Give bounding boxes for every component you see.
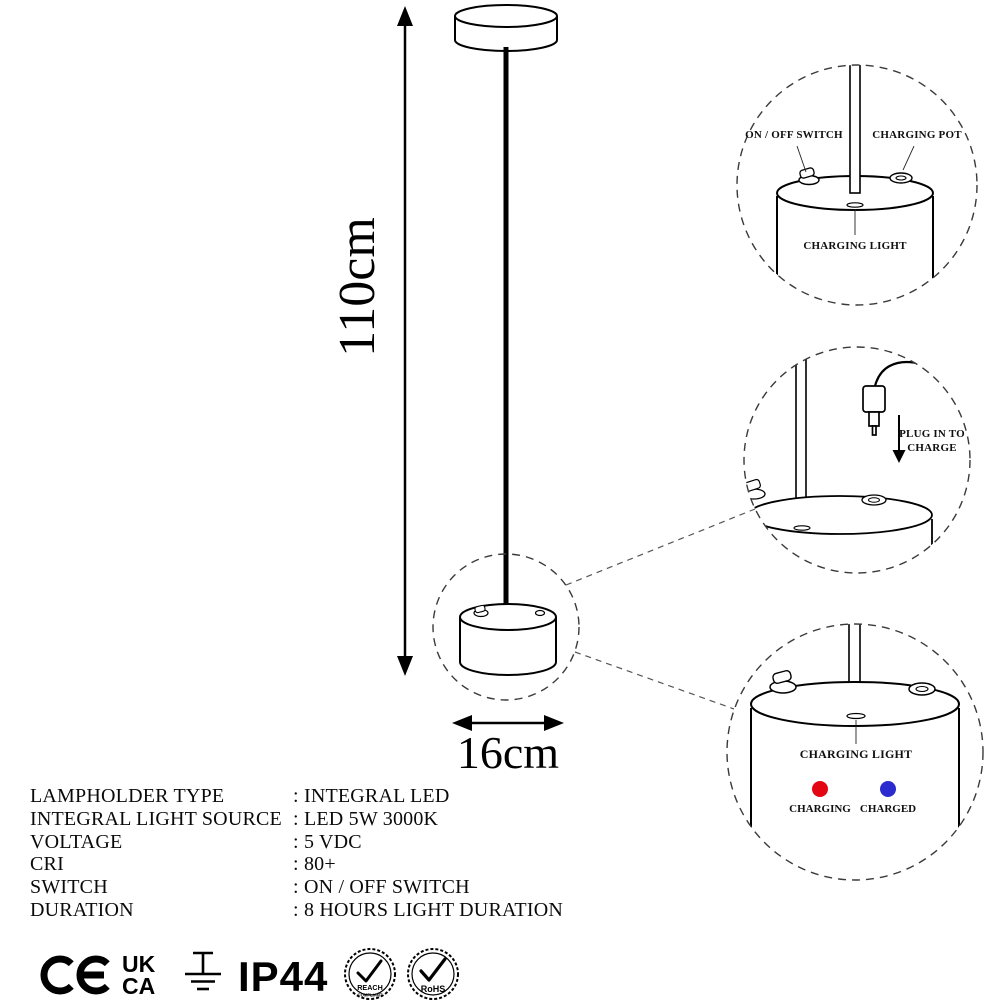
rohs-badge-icon: RoHS xyxy=(407,948,459,1000)
reach-badge-icon: REACH COMPLIANT xyxy=(344,948,396,1000)
detail-circle-top: ON / OFF SWITCH CHARGING POT CHARGING LI… xyxy=(736,64,978,306)
base-charging-pot-icon xyxy=(534,609,546,617)
detail-circle-middle: PLUG IN TO CHARGE xyxy=(743,346,971,574)
charging-light-label-bottom: CHARGING LIGHT xyxy=(800,747,912,761)
spec-label: LAMPHOLDER TYPE xyxy=(30,785,225,807)
arrow-up-icon xyxy=(397,6,413,26)
height-dimension: 110cm xyxy=(329,6,413,676)
arrow-down-icon xyxy=(397,656,413,676)
width-dimension: 16cm xyxy=(452,715,564,778)
spec-value: : LED 5W 3000K xyxy=(293,807,439,830)
spec-label: DURATION xyxy=(30,898,134,921)
detail-circle-bottom: CHARGING LIGHT CHARGING CHARGED xyxy=(726,623,984,881)
detail-mid-charging-light-icon xyxy=(793,525,811,531)
ukca-mark-icon: UK CA xyxy=(122,951,156,999)
detail-top-stem xyxy=(849,65,861,194)
ce-mark-icon xyxy=(40,955,110,995)
charging-light-label-top: CHARGING LIGHT xyxy=(803,240,907,252)
plug-direction-arrow-icon xyxy=(892,415,906,463)
base-zoom-circle xyxy=(432,553,580,701)
spec-value: : 8 HOURS LIGHT DURATION xyxy=(293,898,563,921)
charging-indicator-dot xyxy=(812,781,828,797)
detail-bottom-switch-icon xyxy=(769,680,797,694)
spec-value: : INTEGRAL LED xyxy=(293,785,450,807)
plug-in-to-charge-label: PLUG IN TO xyxy=(899,428,965,440)
rohs-label: RoHS xyxy=(421,984,446,994)
lamp-base xyxy=(459,603,557,676)
spec-label: SWITCH xyxy=(30,876,108,899)
charging-pot-label: CHARGING POT xyxy=(872,129,962,141)
spec-label: CRI xyxy=(30,853,64,876)
lamp-drawing xyxy=(432,4,580,701)
spec-row-lampholder-type: LAMPHOLDER TYPE : INTEGRAL LED xyxy=(30,785,563,808)
height-dimension-label: 110cm xyxy=(329,217,386,357)
detail-top-switch-knob-icon xyxy=(799,167,815,179)
detail-bottom-switch-knob-icon xyxy=(772,670,792,684)
charging-label: CHARGING xyxy=(789,803,851,815)
spec-row-light-source: INTEGRAL LIGHT SOURCE : LED 5W 3000K xyxy=(30,808,563,831)
spec-value: : 80+ xyxy=(293,853,336,876)
on-off-switch-label: ON / OFF SWITCH xyxy=(745,129,843,141)
ukca-top-label: UK xyxy=(122,951,156,977)
charged-indicator-dot xyxy=(880,781,896,797)
arrow-right-icon xyxy=(544,715,564,731)
width-dimension-label: 16cm xyxy=(457,727,559,778)
detail-bottom-charging-light-icon xyxy=(846,712,866,720)
plug-in-to-charge-label2: CHARGE xyxy=(907,442,956,454)
spec-row-cri: CRI : 80+ xyxy=(30,853,563,876)
ukca-bottom-label: CA xyxy=(122,973,155,999)
spec-label: INTEGRAL LIGHT SOURCE xyxy=(30,807,282,830)
spec-row-duration: DURATION : 8 HOURS LIGHT DURATION xyxy=(30,899,563,922)
spec-value: : ON / OFF SWITCH xyxy=(293,876,470,899)
charger-cable xyxy=(873,360,937,387)
earth-ground-icon xyxy=(185,951,221,991)
detail-mid-switch-icon xyxy=(744,488,766,500)
charger-plug-icon xyxy=(862,385,886,436)
spec-value: : 5 VDC xyxy=(293,830,362,853)
detail-connector-lines xyxy=(565,508,756,710)
lamp-head xyxy=(454,4,558,52)
spec-label: VOLTAGE xyxy=(30,830,123,853)
detail-mid-stem xyxy=(795,347,807,510)
reach-compliant-label: COMPLIANT xyxy=(358,993,383,998)
reach-label: REACH xyxy=(357,983,383,992)
certification-marks: UK CA IP44 REACH COMPLIANT RoHS xyxy=(40,948,459,1000)
spec-table: LAMPHOLDER TYPE : INTEGRAL LED INTEGRAL … xyxy=(30,785,563,922)
detail-top-charging-light-icon xyxy=(846,202,864,208)
ip44-label: IP44 xyxy=(238,953,328,1000)
base-switch-knob-icon xyxy=(474,604,486,614)
charged-label: CHARGED xyxy=(860,803,916,815)
arrow-left-icon xyxy=(452,715,472,731)
spec-row-voltage: VOLTAGE : 5 VDC xyxy=(30,831,563,854)
spec-row-switch: SWITCH : ON / OFF SWITCH xyxy=(30,876,563,899)
